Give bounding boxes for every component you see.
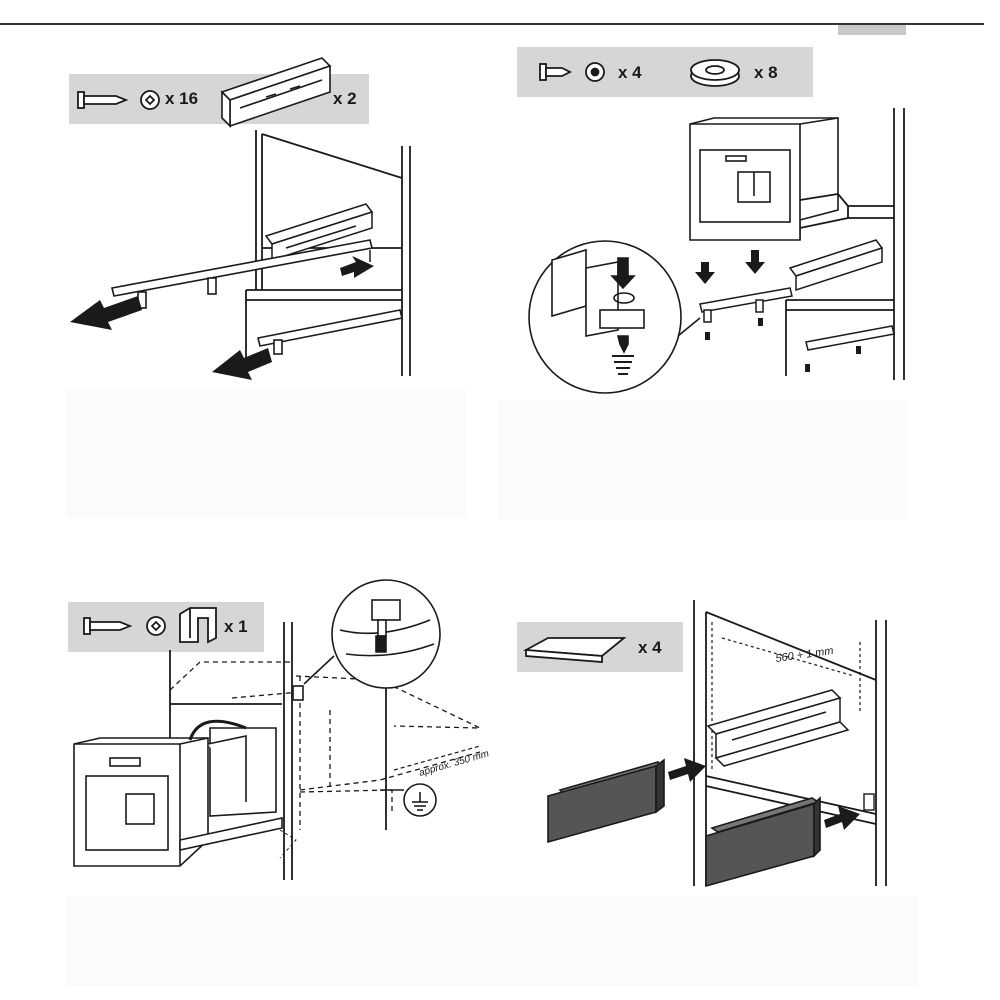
installed-rail-1 bbox=[264, 203, 374, 262]
screw-icon bbox=[83, 617, 133, 635]
coffee-machine-icon bbox=[689, 117, 839, 241]
page-corner-tab bbox=[838, 25, 906, 35]
rail-icon bbox=[220, 57, 332, 128]
screw-bits bbox=[705, 318, 861, 372]
blank-text-area-4 bbox=[498, 896, 918, 986]
step3-drawing: approx. 350 mm bbox=[73, 579, 490, 880]
washer-icon bbox=[140, 90, 160, 110]
detail-circle-icon bbox=[528, 240, 701, 394]
step2-spacer-quantity: x 8 bbox=[754, 63, 778, 82]
blank-text-area-2 bbox=[498, 400, 908, 520]
step4-drawing: 560 + 1 mm bbox=[522, 600, 887, 888]
step3-panel: approx. 350 mm x 1 bbox=[0, 579, 500, 890]
top-rule bbox=[0, 23, 984, 25]
step1-panel: x 16 x 2 bbox=[0, 0, 500, 400]
wall-mount-tab bbox=[863, 793, 875, 811]
washer-icon bbox=[585, 62, 605, 82]
step2-screw-quantity: x 4 bbox=[618, 63, 642, 82]
step1-screw-quantity: x 16 bbox=[165, 89, 199, 108]
extension-bar-top bbox=[111, 239, 373, 309]
blank-text-area-3 bbox=[66, 896, 506, 986]
step4-panel: 560 + 1 mm bbox=[500, 580, 1000, 890]
step3-dimension-label: approx. 350 mm bbox=[418, 748, 490, 778]
step4-panel-quantity: x 4 bbox=[638, 638, 662, 657]
step1-rail-quantity: x 2 bbox=[333, 89, 357, 108]
installed-rail-2 bbox=[788, 239, 884, 292]
step1-drawing bbox=[70, 57, 411, 380]
step2-panel: x 4 x 8 bbox=[500, 0, 1000, 400]
screw-icon bbox=[539, 63, 573, 81]
spacer-ring-icon bbox=[690, 59, 740, 87]
blank-text-area-1 bbox=[66, 388, 466, 518]
arrow-out-icon bbox=[70, 296, 272, 380]
installed-rail-4 bbox=[706, 689, 850, 767]
coffee-machine-icon bbox=[73, 727, 283, 867]
extension-bar bbox=[699, 287, 895, 351]
ground-symbol-icon bbox=[380, 783, 437, 817]
filler-panel-right bbox=[705, 796, 821, 888]
extension-bar-bottom bbox=[257, 309, 403, 355]
detail-circle-icon bbox=[303, 579, 441, 689]
filler-panel-left bbox=[547, 758, 665, 844]
arrow-right-icon bbox=[668, 758, 860, 830]
washer-icon bbox=[146, 616, 166, 636]
dimension-line bbox=[711, 622, 861, 770]
panel-strip-icon bbox=[522, 637, 627, 663]
step2-drawing bbox=[528, 59, 905, 394]
dimension-line bbox=[393, 745, 481, 771]
bracket-clip-icon bbox=[179, 607, 217, 644]
screw-icon bbox=[77, 91, 129, 109]
arrow-in-icon bbox=[340, 256, 374, 278]
step3-clip-quantity: x 1 bbox=[224, 617, 248, 636]
mounted-clip bbox=[292, 685, 304, 701]
